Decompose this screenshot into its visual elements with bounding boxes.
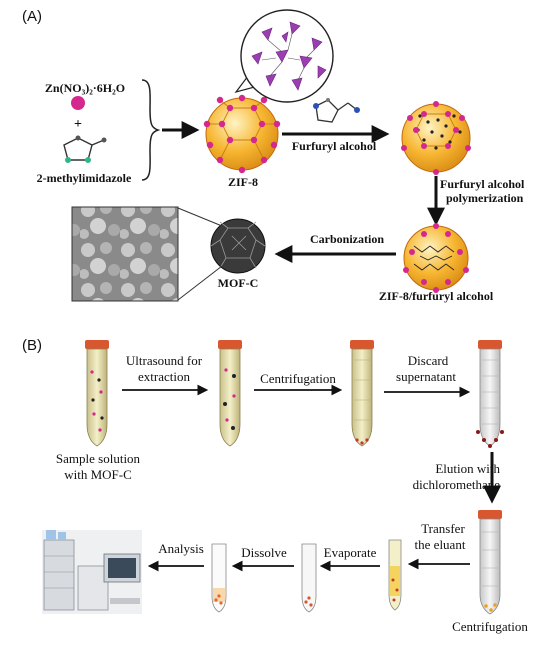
sem-micrograph-image xyxy=(71,206,179,302)
step-analysis: Analysis xyxy=(158,541,204,556)
step-polymerization-line1: Furfuryl alcohol xyxy=(440,177,525,191)
zif8-label: ZIF-8 xyxy=(228,175,258,189)
composite-label: ZIF-8/furfuryl alcohol xyxy=(378,289,494,303)
zif8-crystal-icon xyxy=(203,94,281,174)
sem-zoom-line-top xyxy=(177,207,223,227)
zinc-ion-icon xyxy=(71,96,85,110)
step-dissolve: Dissolve xyxy=(241,545,287,560)
zif8-structure-zoom-icon xyxy=(234,9,334,103)
step-ultrasound-line2: extraction xyxy=(138,369,190,384)
small-tube-evaporated-icon xyxy=(301,543,317,613)
sample-label-line1: Sample solution xyxy=(55,451,141,466)
step-discard-line2: supernatant xyxy=(396,369,456,384)
step-carbonization: Carbonization xyxy=(309,232,384,246)
small-tube-dissolved-icon xyxy=(211,543,227,613)
tube-extraction-icon xyxy=(218,340,242,447)
linker-label: 2-methylimidazole xyxy=(36,171,132,185)
sem-zoom-line-bottom xyxy=(177,265,223,301)
mof-c-polyhedron-icon xyxy=(210,218,266,274)
tube-eluant-icon xyxy=(478,510,502,615)
step-centrifugation-1: Centrifugation xyxy=(260,371,336,386)
tube-sample-icon xyxy=(85,340,109,447)
tube-empty-icon xyxy=(476,340,504,448)
reactant-brace-icon xyxy=(141,79,161,181)
step-ultrasound-line1: Ultrasound for xyxy=(125,353,203,368)
panel-b-label: (B) xyxy=(22,337,42,354)
step-polymerization-line2: polymerization xyxy=(446,191,524,205)
plus-sign: + xyxy=(74,117,82,132)
step-centrifugation-2: Centrifugation xyxy=(452,619,528,634)
zif8-fa-loaded-icon xyxy=(401,101,471,175)
hplc-instrument-icon xyxy=(42,530,142,614)
step-furfuryl-alcohol: Furfuryl alcohol xyxy=(291,139,377,153)
mof-c-label: MOF-C xyxy=(217,276,259,290)
sample-label-line2: with MOF-C xyxy=(64,467,132,482)
step-elution-line2: dichloromethane xyxy=(412,477,500,492)
tube-centrifuged-icon xyxy=(350,340,374,447)
small-tube-transfer-icon xyxy=(388,539,402,611)
step-transfer-line1: Transfer xyxy=(421,521,465,536)
methylimidazole-structure-icon xyxy=(63,135,107,163)
step-evaporate: Evaporate xyxy=(323,545,377,560)
furfuryl-alcohol-molecule-icon xyxy=(313,98,360,123)
step-transfer-line2: the eluant xyxy=(414,537,466,552)
panel-a-label: (A) xyxy=(22,8,42,25)
step-discard-line1: Discard xyxy=(407,353,449,368)
zinc-salt-label: Zn(NO₃)₂·6H₂O xyxy=(44,81,126,95)
step-elution-line1: Elution with xyxy=(435,461,500,476)
zif8-furfuryl-composite-icon xyxy=(403,223,469,293)
